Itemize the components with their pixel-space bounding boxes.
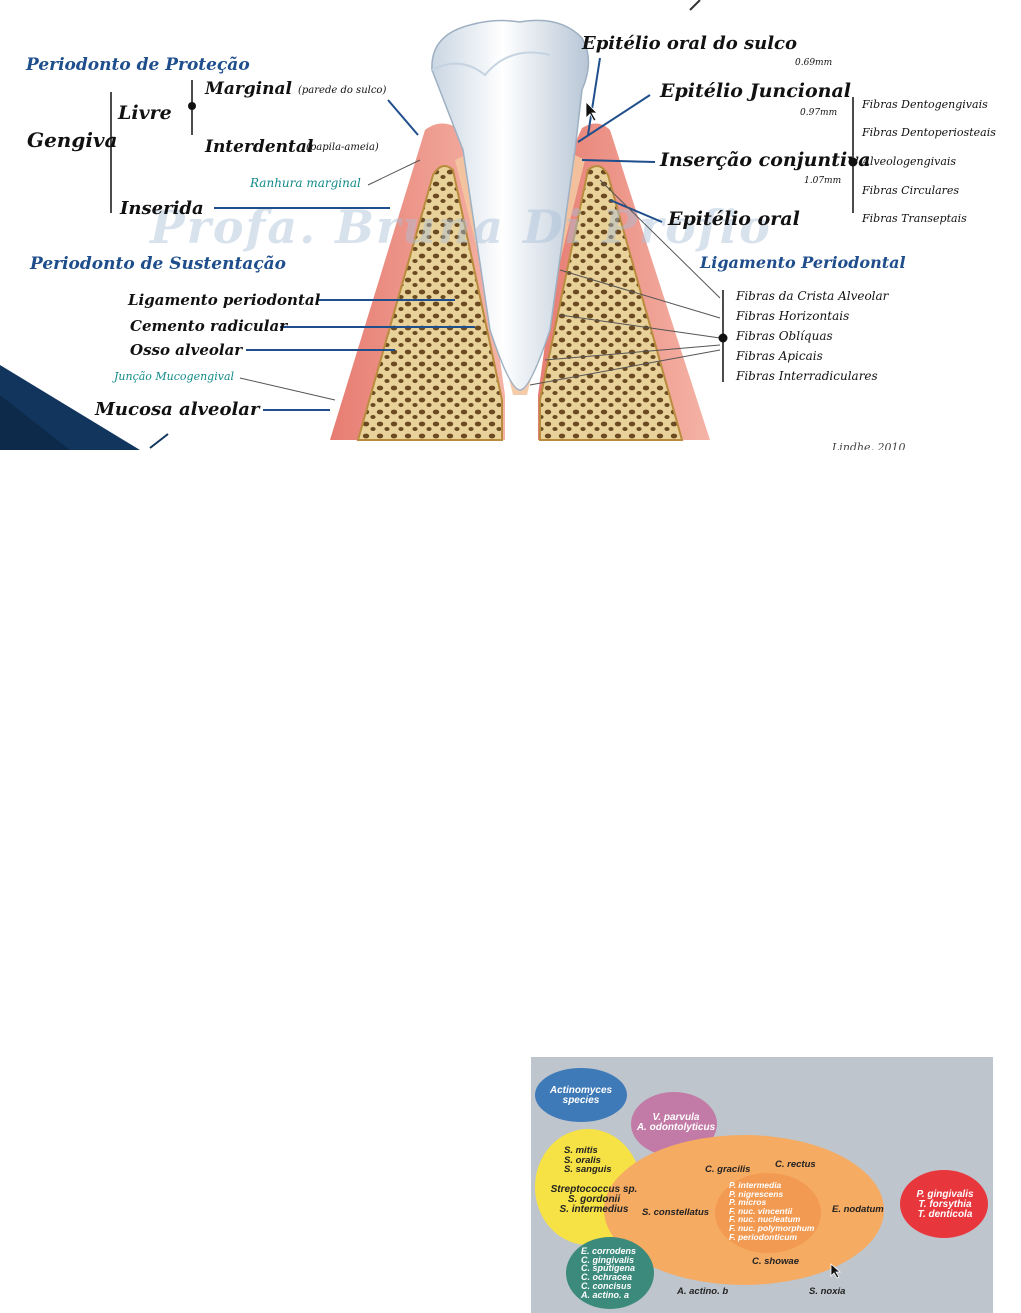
gengiva-label: Gengiva <box>27 128 118 152</box>
inner-line-5: F. nuc. nucleatum <box>729 1214 801 1225</box>
lig-heading: Ligamento Periodontal <box>700 253 906 272</box>
inserida-label: Inserida <box>120 198 204 219</box>
actinomyces-line-1: Actinomyces <box>549 1085 613 1096</box>
periodontium-figure: Profa. Bruna Di Profio <box>0 0 1021 450</box>
yellow-line-1: S. mitis <box>564 1145 598 1156</box>
left-alveolar-bone <box>356 165 503 441</box>
gingival-fiber-1: Fibras Dentoperiosteais <box>862 126 996 139</box>
ligament-fiber-3: Fibras Apicais <box>736 349 823 363</box>
actinomyces-label: Actinomyces species <box>539 1086 623 1106</box>
ranhura-label: Ranhura marginal <box>250 176 361 190</box>
inner-line-6: F. nuc. polymorphum <box>729 1222 815 1233</box>
blue-complex <box>535 1068 627 1122</box>
green-line-2: C. gingivalis <box>581 1254 635 1265</box>
green-line-5: C. concisus <box>581 1280 632 1291</box>
epi-juncional-value: 0.97mm <box>800 108 838 118</box>
orange-inner-complex <box>715 1173 821 1253</box>
epi-sulco-label: Epitélio oral do sulco <box>582 33 797 54</box>
right-alveolar-bone <box>539 165 684 441</box>
mouse-cursor <box>830 1263 842 1279</box>
yellow-label: S. mitis S. oralis S. sanguis <box>564 1146 612 1175</box>
corner-decoration <box>0 0 701 450</box>
constellatus-label: S. constellatus <box>642 1207 710 1218</box>
gracilis-label: C. gracilis <box>705 1164 751 1175</box>
inner-line-1: P. intermedia <box>729 1180 782 1190</box>
livre-label: Livre <box>118 102 172 124</box>
juncao-label: Junção Mucogengival <box>114 370 235 383</box>
green-complex-label: E. corrodens C. gingivalis C. sputigena … <box>581 1247 636 1299</box>
epi-juncional-label: Epitélio Juncional <box>660 80 851 102</box>
bacterial-complexes-figure: Actinomyces species V. parvula A. odonto… <box>531 1057 993 1313</box>
red-line-2: T. forsythia <box>918 1199 972 1210</box>
actinomyces-line-2: species <box>562 1095 600 1106</box>
yellow-line-2: S. oralis <box>564 1154 601 1166</box>
rectus-label: C. rectus <box>775 1159 816 1170</box>
insercao-value: 1.07mm <box>804 176 842 186</box>
purple-label: V. parvula A. odontolyticus <box>628 1113 724 1133</box>
purple-line-1: V. parvula <box>652 1112 700 1123</box>
annotation-lines <box>110 57 858 411</box>
inner-complex-label: P. intermedia P. nigrescens P. micros F.… <box>729 1181 814 1241</box>
green-line-6: A. actino. a <box>581 1289 630 1300</box>
inner-line-7: F. periodonticum <box>729 1231 797 1242</box>
inner-line-4: F. nuc. vincentii <box>729 1205 793 1216</box>
red-complex-label: P. gingivalis T. forsythia T. denticola <box>900 1190 990 1220</box>
gingival-fiber-3: Fibras Circulares <box>862 184 960 197</box>
cemento-label: Cemento radicular <box>130 317 288 335</box>
inner-line-3: P. micros <box>729 1197 767 1208</box>
nodatum-label: E. nodatum <box>832 1204 884 1215</box>
noxia-label: S. noxia <box>809 1286 846 1297</box>
tooth <box>431 19 590 391</box>
insercao-label: Inserção conjuntiva <box>660 149 871 171</box>
strep-line-2: S. gordonii <box>567 1194 621 1205</box>
purple-line-2: A. odontolyticus <box>636 1122 716 1133</box>
ligament-fiber-0: Fibras da Crista Alveolar <box>736 289 889 303</box>
ligament-fiber-1: Fibras Horizontais <box>736 309 850 323</box>
red-line-1: P. gingivalis <box>916 1189 974 1200</box>
lig-periodontal-label: Ligamento periodontal <box>128 291 321 309</box>
tooth-illustration <box>330 19 710 441</box>
marginal-label: Marginal <box>205 79 292 99</box>
footer-citation: Lindhe, 2010 <box>832 441 906 450</box>
interdental-label: Interdental <box>205 137 314 157</box>
protection-heading: Periodonto de Proteção <box>26 55 250 75</box>
epi-oral-label: Epitélio oral <box>668 208 800 230</box>
mucosa-label: Mucosa alveolar <box>95 399 260 420</box>
gingival-fiber-2: Alveologengivais <box>862 155 957 168</box>
inner-line-2: P. nigrescens <box>729 1188 784 1199</box>
interdental-note: (papila-ameia) <box>306 142 379 153</box>
gingival-fiber-0: Fibras Dentogengivais <box>862 98 988 111</box>
venn-shapes <box>535 1068 988 1309</box>
actino-b-label: A. actino. b <box>677 1286 729 1297</box>
strep-label: Streptococcus sp. S. gordonii S. interme… <box>535 1185 653 1215</box>
showae-label: C. showae <box>752 1256 799 1267</box>
green-line-4: C. ochracea <box>581 1272 633 1283</box>
strep-line-1: Streptococcus sp. <box>550 1184 638 1195</box>
red-complex <box>900 1170 988 1238</box>
green-line-1: E. corrodens <box>581 1246 637 1256</box>
support-heading: Periodonto de Sustentação <box>30 254 287 274</box>
green-line-3: C. sputigena <box>581 1263 636 1274</box>
ligament-fiber-2: Fibras Oblíquas <box>736 329 833 343</box>
yellow-line-3: S. sanguis <box>564 1164 612 1175</box>
osso-label: Osso alveolar <box>130 341 243 359</box>
epi-sulco-value: 0.69mm <box>795 58 833 68</box>
strep-line-3: S. intermedius <box>559 1204 629 1215</box>
marginal-note: (parede do sulco) <box>298 85 387 96</box>
red-line-3: T. denticola <box>917 1209 973 1220</box>
ligament-fiber-4: Fibras Interradiculares <box>736 369 878 383</box>
gingival-fiber-4: Fibras Transeptais <box>862 212 967 225</box>
green-complex <box>566 1237 654 1309</box>
